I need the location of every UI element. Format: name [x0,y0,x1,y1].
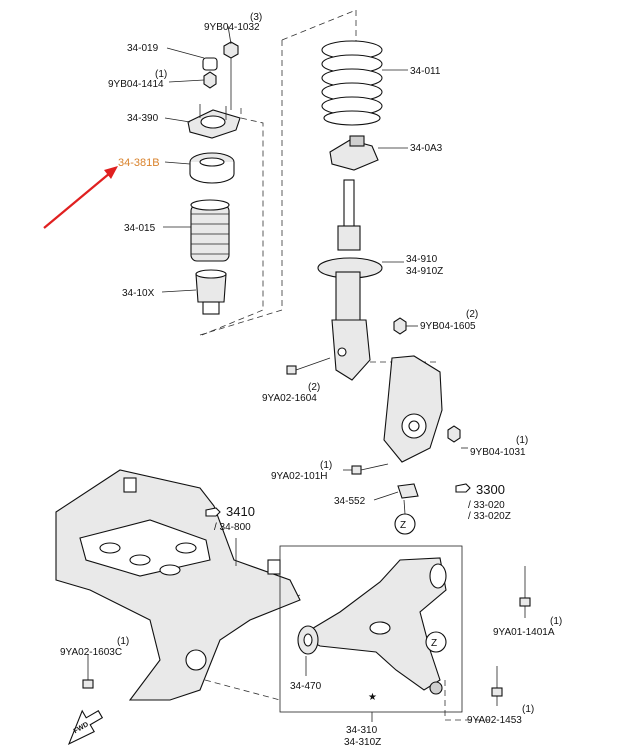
fwd-arrow-icon [67,709,104,746]
label-34-381b: 34-381B [118,157,160,169]
nut-9yb04-1414 [203,71,217,89]
bolt-9ya02-101h [351,463,389,475]
strut-34-910 [317,179,383,381]
leader-34-381b [164,161,191,165]
arm-bolt-dash [444,680,490,721]
front-subframe [55,469,301,701]
label-9ya02-1603c-qty: (1) [117,636,129,647]
leader-34-390 [164,117,191,123]
assembly-dash-upper [281,9,357,41]
label-9yb04-1414-qty: (1) [155,69,167,80]
label-9ya02-1604-qty: (2) [308,382,320,393]
label-34-019: 34-019 [127,43,159,54]
pointing-hand-icon [455,483,471,493]
nut-9yb04-1031 [447,425,461,443]
nut-9yb04-1032 [223,41,239,110]
label-33-020z: / 33-020Z [468,511,511,522]
subframe-arm-dash-2 [204,679,281,701]
assembly-dash-top [201,108,264,336]
label-3300: 3300 [476,482,505,497]
highlight-arrow [43,166,118,229]
leader-34-10x [161,289,197,293]
label-34-910: 34-910 [406,254,438,265]
label-9yb04-1605-qty: (2) [466,309,478,320]
label-34-10x: 34-10X [122,288,155,299]
bolt-9ya02-1604 [286,357,331,375]
label-z1: Z [400,520,406,531]
assembly-dash-lower [199,309,283,336]
control-arm-group-frame [279,545,463,713]
label-9yb04-1031: 9YB04-1031 [470,447,526,458]
bushing-34-470 [297,625,319,655]
nut-9yb04-1605 [393,317,407,335]
coil-spring-34-011 [321,40,383,126]
label-9ya02-1453-qty: (1) [522,704,534,715]
label-9ya02-101h-qty: (1) [320,460,332,471]
label-34-011: 34-011 [410,66,441,77]
boot-34-015 [190,199,230,262]
label-3410: 3410 [226,504,255,519]
bolt-9ya02-1453 [491,666,503,700]
label-34-310z: 34-310Z [344,737,381,748]
label-9yb04-1032: 9YB04-1032 [204,22,260,33]
label-34-910z: 34-910Z [406,266,443,277]
label-34-390: 34-390 [127,113,159,124]
bolt-9ya02-1603c [82,662,94,689]
label-34-800: / 34-800 [214,522,251,533]
label-34-310: 34-310 [346,725,378,736]
cap-34-019 [202,57,218,71]
label-34-470: 34-470 [290,681,322,692]
bearing-34-381b [189,152,235,184]
knuckle [383,355,443,463]
pointing-hand-icon [205,507,221,517]
leader-34-552 [373,491,399,501]
label-star: ★ [368,692,377,703]
label-9ya01-1401a: 9YA01-1401A [493,627,555,638]
label-9ya02-1604: 9YA02-1604 [262,393,317,404]
spring-seat-34-0a3 [329,135,379,171]
label-9ya02-1453: 9YA02-1453 [467,715,522,726]
label-9yb04-1031-qty: (1) [516,435,528,446]
label-9yb04-1605: 9YB04-1605 [420,321,476,332]
leader-9yb04-1032 [227,25,232,45]
leader-z1 [403,499,406,515]
leader-34-019 [166,47,205,59]
clip-34-552 [397,483,419,499]
label-9yb04-1414: 9YB04-1414 [108,79,164,90]
lower-control-arm-34-310 [298,557,447,695]
bump-stop-34-10x [195,269,227,315]
label-9ya02-101h: 9YA02-101H [271,471,328,482]
label-9ya02-1603c: 9YA02-1603C [60,647,122,658]
label-9ya01-1401a-qty: (1) [550,616,562,627]
bolt-9ya01-1401a [519,566,531,610]
label-33-020: / 33-020 [468,500,505,511]
ref-marker-z2 [425,631,447,653]
mount-34-390 [187,104,241,139]
label-9yb04-1032-qty: (3) [250,12,262,23]
label-34-0a3: 34-0A3 [410,143,443,154]
label-34-552: 34-552 [334,496,366,507]
leader-9yb04-1414 [168,79,205,83]
label-34-015: 34-015 [124,223,156,234]
label-z2: Z [431,638,437,649]
